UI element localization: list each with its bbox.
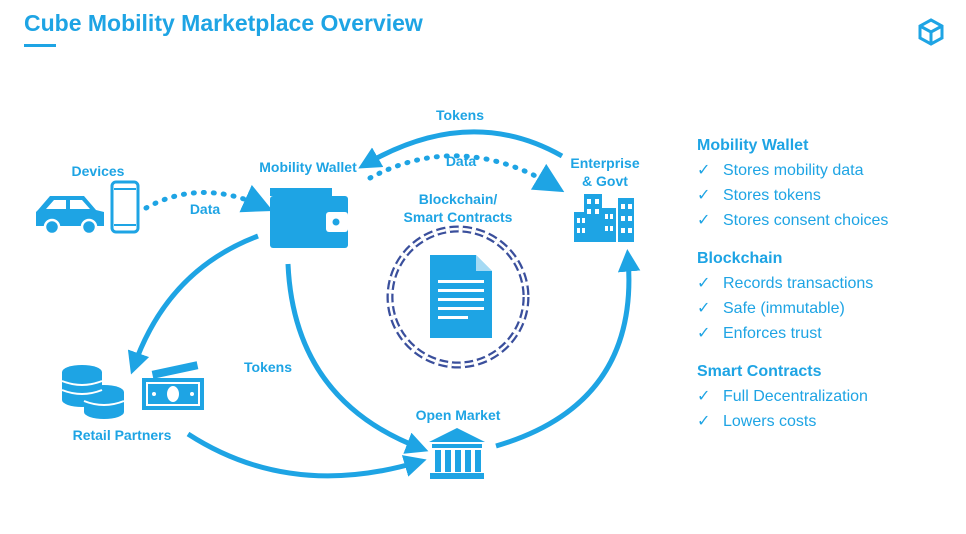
list-item: ✓Lowers costs (697, 409, 957, 434)
tokens-flow-wallet-market (285, 263, 429, 454)
check-icon: ✓ (697, 162, 711, 179)
bank-icon (429, 428, 485, 479)
list-item: ✓Enforces trust (697, 321, 957, 346)
page-title: Cube Mobility Marketplace Overview (24, 10, 423, 36)
retail-partners-label: Retail Partners (72, 427, 172, 443)
enterprise-label: Enterprise & Govt (560, 154, 650, 190)
enterprise-label-line2: & Govt (582, 173, 628, 189)
devices-label: Devices (71, 163, 125, 179)
car-icon (36, 196, 104, 236)
check-icon: ✓ (697, 413, 711, 430)
blockchain-list: ✓Records transactions ✓Safe (immutable) … (697, 271, 957, 346)
data-flow-wallet-enterprise (367, 153, 565, 193)
title-underline (24, 44, 56, 47)
check-icon: ✓ (697, 212, 711, 229)
flow-market-enterprise (495, 249, 641, 449)
blockchain-label: Blockchain/ Smart Contracts (388, 190, 528, 226)
data-flow-label-top: Data (445, 153, 477, 169)
check-icon: ✓ (697, 325, 711, 342)
phone-icon (110, 180, 140, 234)
wallet-icon (270, 188, 348, 248)
mobility-wallet-label: Mobility Wallet (259, 159, 357, 175)
data-flow-devices-wallet (143, 184, 273, 213)
section-heading-blockchain: Blockchain (697, 250, 783, 267)
enterprise-label-line1: Enterprise (570, 155, 640, 171)
cube-logo-icon (918, 18, 944, 46)
blockchain-label-line1: Blockchain/ (418, 191, 498, 207)
tokens-flow-enterprise-wallet (358, 129, 564, 169)
check-icon: ✓ (697, 187, 711, 204)
check-icon: ✓ (697, 388, 711, 405)
marketplace-diagram (36, 129, 641, 479)
list-item: ✓Stores tokens (697, 183, 957, 208)
cash-icon (142, 361, 204, 410)
open-market-label: Open Market (415, 407, 501, 423)
document-icon (430, 255, 492, 338)
list-item: ✓Safe (immutable) (697, 296, 957, 321)
coins-icon (61, 365, 125, 419)
list-item: ✓Stores consent choices (697, 208, 957, 233)
tokens-flow-label-left: Tokens (244, 359, 292, 375)
feature-sidebar: Mobility Wallet ✓Stores mobility data ✓S… (697, 134, 957, 448)
list-item: ✓Full Decentralization (697, 384, 957, 409)
section-heading-smart-contracts: Smart Contracts (697, 363, 822, 380)
section-heading-mobility-wallet: Mobility Wallet (697, 137, 809, 154)
mobility-wallet-list: ✓Stores mobility data ✓Stores tokens ✓St… (697, 158, 957, 233)
data-flow-label-devices: Data (189, 201, 221, 217)
tokens-flow-label-top: Tokens (436, 107, 484, 123)
check-icon: ✓ (697, 275, 711, 292)
blockchain-label-line2: Smart Contracts (403, 209, 513, 225)
buildings-icon (574, 194, 634, 242)
smart-contracts-list: ✓Full Decentralization ✓Lowers costs (697, 384, 957, 434)
list-item: ✓Stores mobility data (697, 158, 957, 183)
flow-retail-market (186, 431, 427, 479)
check-icon: ✓ (697, 300, 711, 317)
flow-wallet-retail (127, 233, 259, 375)
list-item: ✓Records transactions (697, 271, 957, 296)
